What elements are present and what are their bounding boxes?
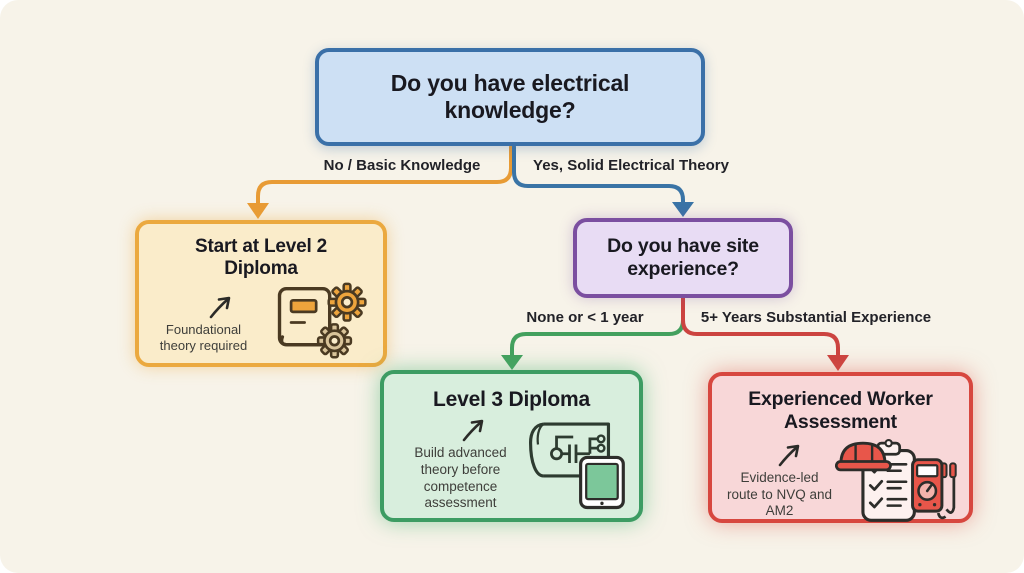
arrowhead-no xyxy=(247,203,269,219)
arrowhead-none xyxy=(501,355,523,370)
node-site-experience-question: Do you have site experience? xyxy=(573,218,793,298)
node-title: Do you have site experience? xyxy=(607,235,759,280)
edge-label-yes-theory: Yes, Solid Electrical Theory xyxy=(533,157,729,174)
node-electrical-knowledge-question: Do you have electrical knowledge? xyxy=(315,48,705,146)
node-note: Build advanced theory before competence … xyxy=(414,444,507,511)
book-gears-icon xyxy=(277,282,367,359)
node-level3-diploma: Level 3 Diploma Build advanced theory be… xyxy=(380,370,643,522)
up-right-arrow-icon xyxy=(778,444,799,466)
edge-label-none-experience: None or < 1 year xyxy=(526,309,644,326)
node-experienced-worker-assessment: Experienced Worker Assessment Evidence-l… xyxy=(708,372,973,523)
node-title: Do you have electrical knowledge? xyxy=(390,69,630,123)
up-right-arrow-icon xyxy=(462,419,483,442)
edge-label-no-basic: No / Basic Knowledge xyxy=(323,157,481,174)
node-start-level2-diploma: Start at Level 2 Diploma Foundational th… xyxy=(135,220,387,367)
arrowhead-yes xyxy=(672,202,694,217)
edge-label-substantial-experience: 5+ Years Substantial Experience xyxy=(700,309,932,326)
node-title: Level 3 Diploma xyxy=(433,388,590,411)
hardhat-clipboard-multimeter-icon xyxy=(835,438,957,522)
node-title: Start at Level 2 Diploma xyxy=(195,236,327,280)
node-title: Experienced Worker Assessment xyxy=(748,388,933,433)
blueprint-tablet-icon xyxy=(528,421,625,509)
node-note: Evidence-led route to NVQ and AM2 xyxy=(726,469,833,519)
arrowhead-experienced xyxy=(827,355,849,371)
up-right-arrow-icon xyxy=(209,296,230,318)
node-note: Foundational theory required xyxy=(159,321,248,353)
